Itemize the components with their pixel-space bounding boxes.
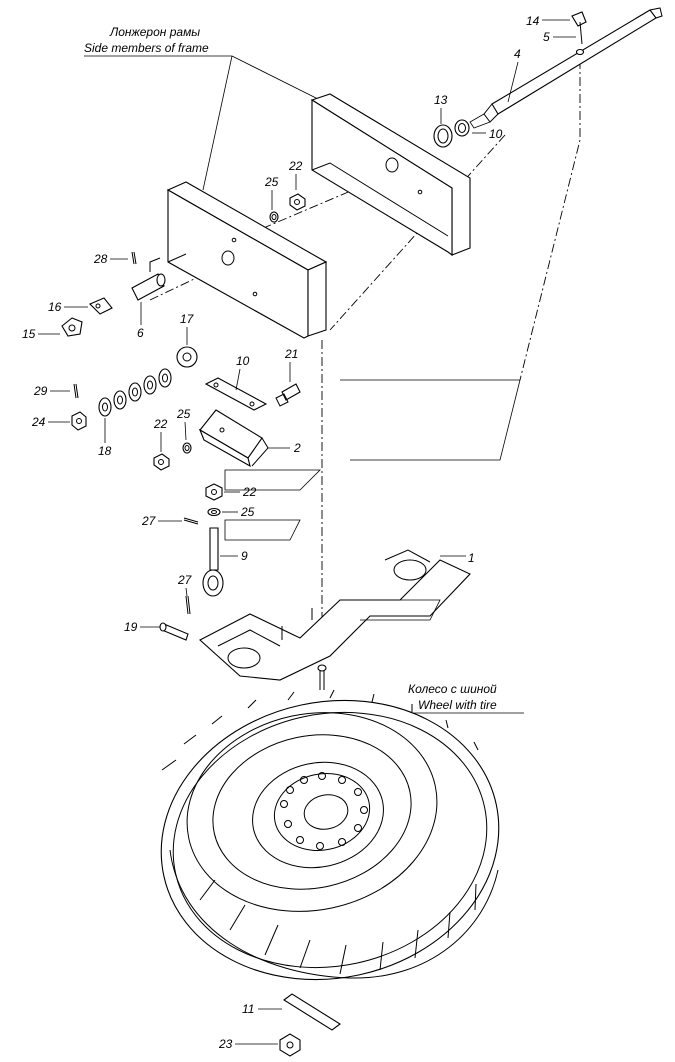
washer-13 [433, 124, 453, 148]
washer-25-upper [269, 211, 279, 223]
plate-11 [283, 993, 341, 1031]
wheel-with-tire [160, 689, 500, 981]
caption-frame-en: Side members of frame [84, 41, 209, 55]
ratchet-17 [176, 346, 198, 368]
pin-6 [131, 257, 166, 301]
pin-5 [575, 48, 585, 56]
eye-bolt-9 [202, 527, 224, 597]
nut-22-upper [289, 193, 306, 211]
callout-22-middle: 22 [153, 417, 168, 431]
callout-5: 5 [543, 30, 550, 44]
catch-16 [89, 297, 113, 315]
carrier-1 [199, 549, 471, 681]
cotter-pin-14 [571, 11, 587, 45]
callout-22-upper: 22 [288, 159, 303, 173]
bracket-2 [198, 409, 269, 468]
nut-22-middle [153, 453, 170, 471]
callout-16: 16 [48, 300, 62, 314]
callout-4: 4 [514, 47, 521, 61]
callout-2: 2 [293, 441, 301, 455]
frame-side-member-front [166, 181, 328, 339]
callout-13: 13 [434, 93, 448, 107]
callout-19: 19 [124, 620, 138, 634]
bolt-21 [275, 383, 301, 407]
callout-17: 17 [180, 312, 195, 326]
axis-shaft-vertical [519, 60, 581, 381]
callout-10-top: 10 [489, 127, 503, 141]
nut-22-lower [205, 483, 223, 501]
nut-23 [279, 1033, 301, 1057]
handle-15 [61, 317, 83, 337]
callout-25-upper: 25 [264, 175, 279, 189]
washer-25-middle [182, 442, 192, 454]
callout-1: 1 [468, 551, 475, 565]
plate-10-middle [204, 377, 268, 411]
callout-21: 21 [284, 347, 298, 361]
pin-27-upper [183, 517, 199, 525]
callout-6: 6 [137, 326, 144, 340]
callout-28: 28 [93, 252, 108, 266]
callout-11: 11 [242, 1002, 254, 1016]
callout-18: 18 [98, 444, 112, 458]
carrier-outline-ghost [224, 379, 521, 621]
castle-nut-24 [71, 411, 87, 431]
caption-frame-leader-a [231, 55, 321, 101]
caption-wheel-en: Wheel with tire [418, 698, 497, 712]
callout-22-lower: 22 [242, 485, 257, 499]
callout-23: 23 [218, 1037, 233, 1051]
bolt-lower-center [317, 664, 327, 690]
pin-27-lower [185, 595, 191, 615]
caption-wheel-ru: Колесо с шиной [408, 682, 497, 696]
callout-9: 9 [241, 549, 248, 563]
caption-frame-leader-b [202, 55, 233, 191]
callout-27-upper: 27 [141, 514, 157, 528]
washer-25-lower [207, 507, 221, 517]
pin-28 [131, 251, 137, 265]
callout-29: 29 [33, 384, 48, 398]
callout-24: 24 [31, 415, 46, 429]
shaft-4 [469, 7, 663, 129]
frame-side-member-rear [310, 93, 471, 257]
pin-19 [159, 622, 189, 641]
callout-25-middle: 25 [176, 407, 191, 421]
callout-25-lower: 25 [240, 505, 255, 519]
pin-29 [73, 383, 79, 399]
callout-27-lower: 27 [177, 573, 193, 587]
callout-10-middle: 10 [236, 354, 250, 368]
washers-18 [98, 368, 172, 417]
callout-14: 14 [526, 14, 540, 28]
caption-frame-ru: Лонжерон рамы [109, 25, 200, 39]
plate-10-top [454, 119, 470, 137]
callout-15: 15 [22, 327, 36, 341]
